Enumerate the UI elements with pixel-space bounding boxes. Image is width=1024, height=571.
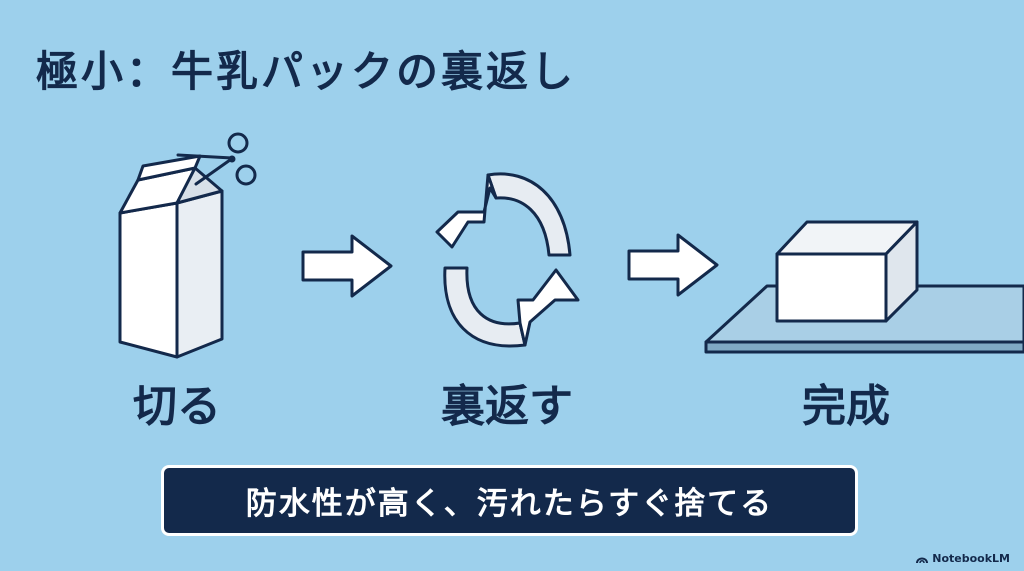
step-label-done: 完成 <box>802 381 890 432</box>
circular-flip-arrows-icon <box>435 172 580 348</box>
watermark-text: NotebookLM <box>932 552 1010 565</box>
right-arrow-icon <box>627 233 719 297</box>
step-label-flip: 裏返す <box>441 381 573 432</box>
step-label-cut: 切る <box>133 381 221 432</box>
summary-banner: 防水性が高く、汚れたらすぐ捨てる <box>161 465 858 536</box>
notebooklm-logo-icon <box>916 557 929 563</box>
box-on-tray-icon <box>704 220 1024 354</box>
page-title: 極小：牛乳パックの裏返し <box>36 47 577 96</box>
watermark: NotebookLM <box>916 552 1010 565</box>
right-arrow-icon <box>301 234 393 298</box>
summary-text: 防水性が高く、汚れたらすぐ捨てる <box>245 486 774 522</box>
milk-carton-scissors-icon <box>118 132 257 359</box>
